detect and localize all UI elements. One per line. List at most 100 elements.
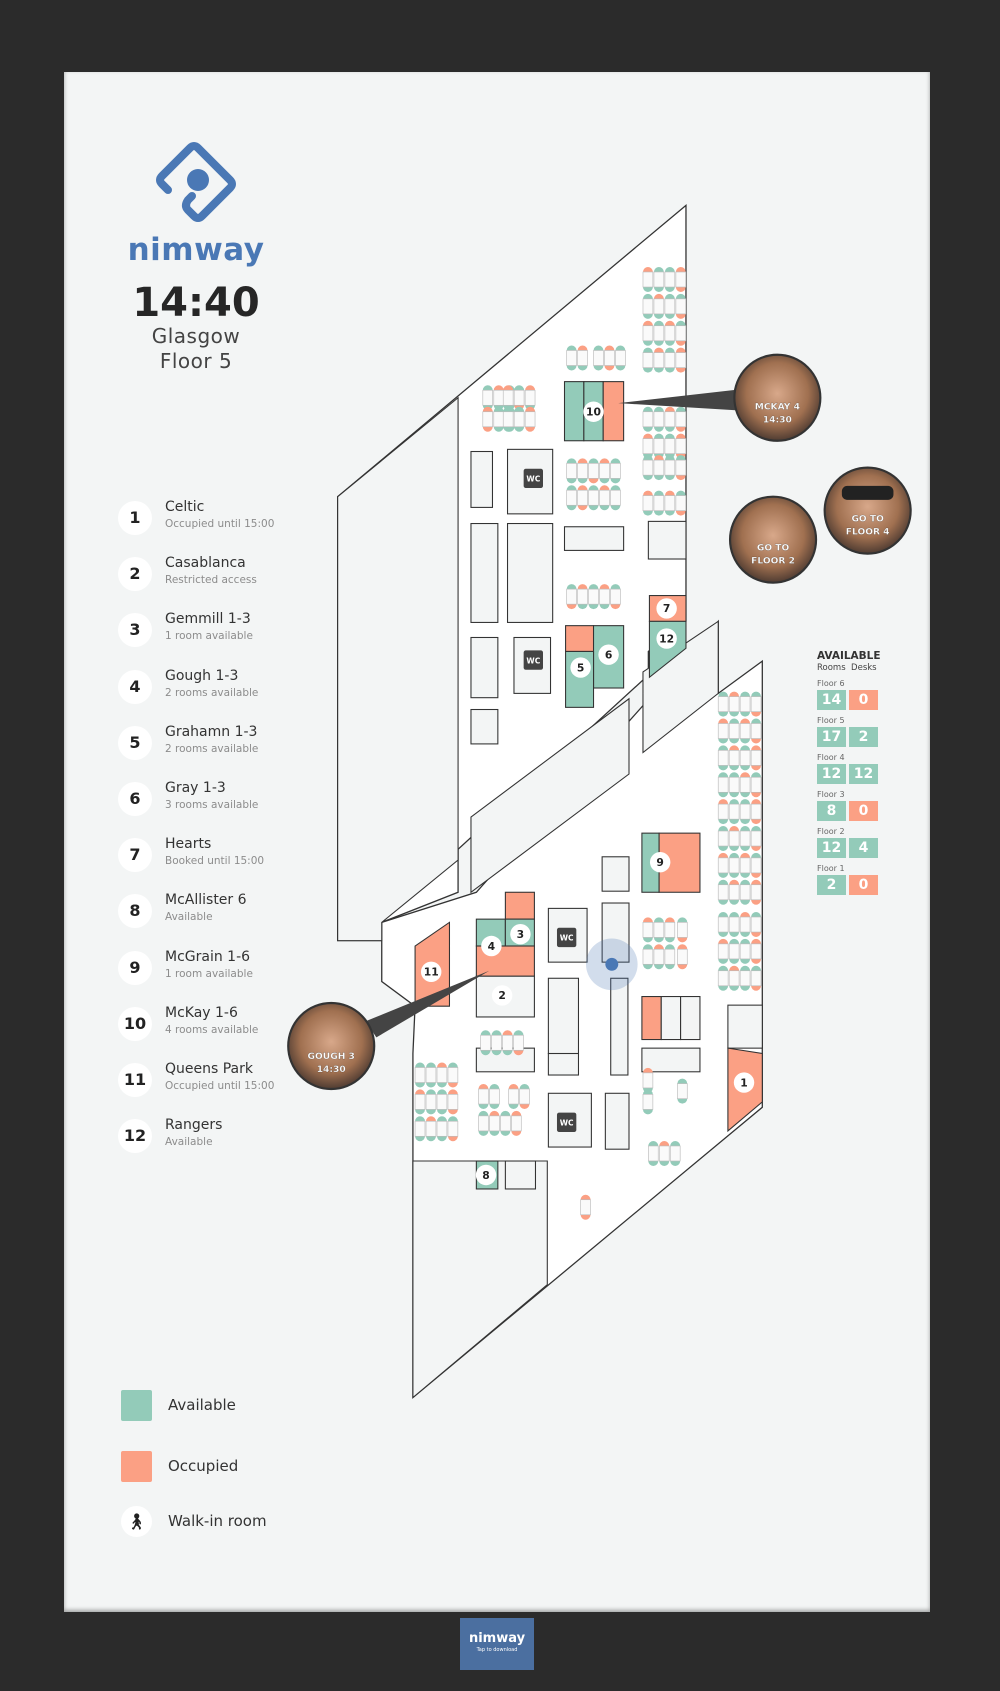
desk[interactable] — [717, 803, 729, 820]
desk[interactable] — [599, 458, 610, 464]
desk[interactable] — [525, 426, 536, 432]
desk[interactable] — [751, 691, 762, 697]
desk[interactable] — [642, 1067, 653, 1073]
desk[interactable] — [642, 459, 654, 476]
avatar-gough[interactable]: GOUGH 3 14:30 — [287, 1001, 376, 1091]
desk[interactable] — [729, 819, 740, 825]
desk[interactable] — [642, 340, 653, 346]
desk[interactable] — [599, 584, 610, 590]
desk[interactable] — [740, 958, 751, 964]
desk[interactable] — [642, 347, 653, 353]
desk[interactable] — [642, 964, 653, 970]
desk[interactable] — [675, 271, 687, 288]
map-room-marker-11[interactable]: 11 — [420, 961, 442, 983]
desk[interactable] — [653, 267, 664, 272]
desk[interactable] — [728, 857, 740, 874]
desk[interactable] — [653, 426, 664, 432]
desk[interactable] — [525, 385, 536, 391]
desk[interactable] — [610, 584, 621, 590]
map-room-marker-12[interactable]: 12 — [656, 628, 677, 649]
room-5-a[interactable] — [565, 625, 595, 652]
desk[interactable] — [653, 325, 665, 342]
desk[interactable] — [750, 750, 762, 766]
desk[interactable] — [642, 320, 653, 326]
desk[interactable] — [577, 463, 588, 479]
desk[interactable] — [642, 271, 654, 288]
desk[interactable] — [664, 367, 675, 373]
desk[interactable] — [751, 899, 762, 905]
desk[interactable] — [610, 463, 621, 479]
desk[interactable] — [593, 365, 604, 371]
desk[interactable] — [664, 426, 675, 432]
desk[interactable] — [740, 711, 751, 717]
desk[interactable] — [729, 691, 740, 697]
desk[interactable] — [642, 455, 653, 461]
desk[interactable] — [729, 899, 740, 905]
desk[interactable] — [718, 846, 729, 851]
desk[interactable] — [718, 718, 729, 724]
desk[interactable] — [500, 1110, 511, 1116]
desk[interactable] — [588, 588, 599, 605]
desk[interactable] — [653, 340, 664, 346]
desk[interactable] — [675, 406, 686, 412]
desk[interactable] — [415, 1109, 425, 1115]
desk[interactable] — [664, 438, 676, 454]
map-room-marker-8[interactable]: 8 — [475, 1164, 497, 1186]
avatar-mckay[interactable]: MCKAY 4 14:30 — [733, 353, 822, 442]
desk[interactable] — [728, 916, 740, 933]
map-room-marker-3[interactable]: 3 — [510, 923, 531, 945]
desk[interactable] — [610, 588, 621, 605]
desk[interactable] — [718, 765, 729, 771]
desk[interactable] — [717, 696, 729, 712]
desk[interactable] — [750, 970, 762, 987]
desk[interactable] — [729, 965, 740, 971]
desk[interactable] — [653, 937, 664, 943]
desk[interactable] — [751, 965, 762, 971]
desk[interactable] — [653, 510, 664, 516]
desk[interactable] — [729, 718, 740, 724]
desk[interactable] — [610, 505, 621, 511]
desk[interactable] — [664, 937, 675, 943]
desk[interactable] — [751, 852, 762, 858]
desk[interactable] — [447, 1116, 458, 1122]
desk[interactable] — [740, 826, 751, 831]
desk[interactable] — [478, 1110, 489, 1116]
desk[interactable] — [675, 510, 686, 516]
desk[interactable] — [642, 944, 653, 950]
desk[interactable] — [740, 899, 751, 905]
desk[interactable] — [653, 922, 665, 938]
desk[interactable] — [577, 604, 588, 610]
desk[interactable] — [599, 485, 610, 491]
desk[interactable] — [588, 485, 599, 491]
desk[interactable] — [729, 745, 740, 751]
desk[interactable] — [718, 819, 729, 825]
desk[interactable] — [566, 478, 577, 484]
desk[interactable] — [447, 1094, 459, 1110]
desk[interactable] — [599, 478, 610, 484]
desk[interactable] — [728, 970, 740, 987]
desk[interactable] — [436, 1120, 448, 1137]
desk[interactable] — [414, 1120, 426, 1137]
map-room-marker-1[interactable]: 1 — [733, 1072, 755, 1093]
desk[interactable] — [566, 505, 577, 511]
desk[interactable] — [718, 691, 729, 697]
desk[interactable] — [502, 389, 514, 406]
desk[interactable] — [642, 293, 653, 299]
desk[interactable] — [604, 365, 615, 371]
desk[interactable] — [664, 495, 676, 511]
desk[interactable] — [750, 916, 762, 933]
desk[interactable] — [664, 406, 675, 412]
desk[interactable] — [718, 985, 729, 991]
desk[interactable] — [664, 352, 676, 368]
desk[interactable] — [610, 458, 621, 464]
desk[interactable] — [480, 1030, 491, 1036]
desk[interactable] — [415, 1082, 425, 1088]
desk[interactable] — [577, 489, 588, 506]
desk[interactable] — [675, 287, 686, 292]
